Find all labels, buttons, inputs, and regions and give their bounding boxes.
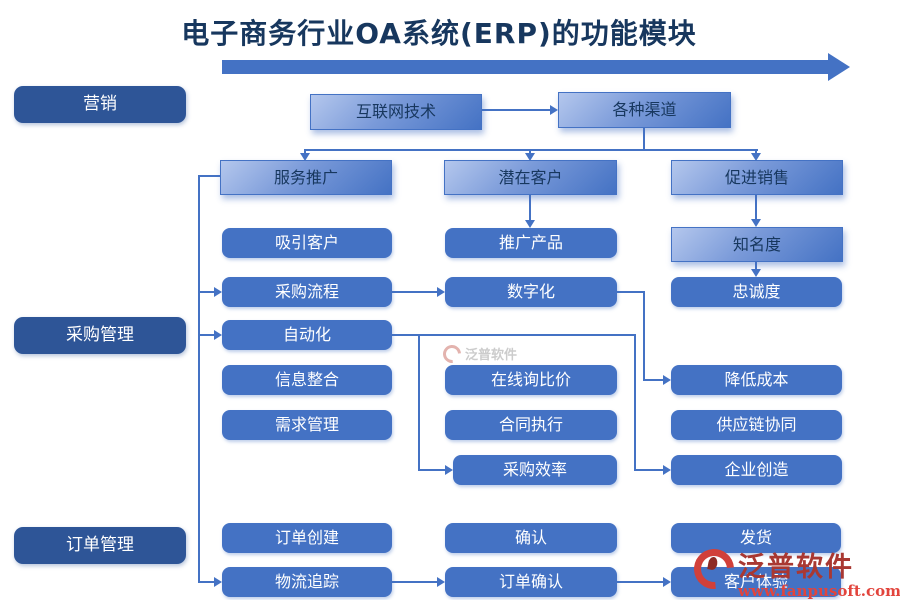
connector-channels-stub — [643, 126, 645, 150]
connector-automation-branch-v — [418, 334, 420, 470]
arrowhead-icon — [663, 577, 671, 587]
arrowhead-icon — [751, 153, 761, 161]
connector-automation-elbow-h2 — [634, 469, 663, 471]
node-shipping: 发货 — [671, 523, 841, 553]
watermark-center: 泛普软件 — [439, 340, 518, 367]
arrowhead-icon — [214, 330, 222, 340]
connector-digitization-elbow-v — [643, 291, 645, 380]
node-demand-mgmt: 需求管理 — [222, 410, 392, 440]
connector-digitization-elbow-h1 — [617, 291, 645, 293]
connector-awareness-to-loyalty — [755, 260, 757, 270]
group-marketing: 营销 — [14, 86, 186, 123]
group-procurement: 采购管理 — [14, 317, 186, 354]
arrowhead-icon — [751, 269, 761, 277]
node-promote-products: 推广产品 — [445, 228, 617, 258]
node-automation: 自动化 — [222, 320, 392, 350]
node-contract-exec: 合同执行 — [445, 410, 617, 440]
arrowhead-icon — [214, 287, 222, 297]
node-enterprise-creation: 企业创造 — [671, 455, 842, 485]
top-flow-arrowhead-icon — [828, 53, 850, 81]
node-digitization: 数字化 — [445, 277, 617, 307]
connector-logistics-to-confirm — [392, 581, 437, 583]
connector-potential-to-products — [529, 193, 531, 221]
node-potential-customers: 潜在客户 — [444, 160, 617, 195]
node-customer-experience: 客户体验 — [671, 567, 841, 597]
fanpu-logo-icon — [439, 340, 465, 367]
fanpu-logo-icon — [685, 540, 743, 598]
watermark-brand-text: 泛普软件 — [738, 552, 854, 583]
connector-spine-to-automation — [198, 334, 214, 336]
node-info-integration: 信息整合 — [222, 365, 392, 395]
connector-branch-drop-2 — [529, 149, 531, 153]
arrowhead-icon — [445, 465, 453, 475]
connector-branch-horizontal — [304, 149, 758, 151]
connector-process-to-digitization — [392, 291, 437, 293]
connector-digitization-elbow-h2 — [643, 379, 663, 381]
connector-internet-to-channels — [480, 109, 550, 111]
node-logistics-tracking: 物流追踪 — [222, 567, 392, 597]
node-online-inquiry: 在线询比价 — [445, 365, 617, 395]
arrowhead-icon — [550, 105, 558, 115]
arrowhead-icon — [300, 153, 310, 161]
watermark-bottom-right: 泛普软件 www.fanpusoft.com — [685, 540, 900, 600]
arrowhead-icon — [525, 153, 535, 161]
node-promote-sales: 促进销售 — [671, 160, 843, 195]
arrowhead-icon — [663, 465, 671, 475]
connector-branch-drop-3 — [755, 149, 757, 153]
node-order-confirm: 订单确认 — [445, 567, 617, 597]
connector-spine-stub — [198, 175, 222, 177]
arrowhead-icon — [663, 375, 671, 385]
connector-automation-elbow-v — [634, 334, 636, 470]
page-title: 电子商务行业OA系统(ERP)的功能模块 — [181, 17, 697, 50]
node-channels: 各种渠道 — [558, 92, 731, 128]
arrowhead-icon — [751, 219, 761, 227]
arrowhead-icon — [437, 287, 445, 297]
arrowhead-icon — [214, 577, 222, 587]
connector-spine-to-logistics — [198, 581, 214, 583]
connector-sales-to-awareness — [755, 193, 757, 220]
node-supply-chain: 供应链协同 — [671, 410, 842, 440]
connector-automation-elbow-h1 — [392, 334, 636, 336]
node-procurement-process: 采购流程 — [222, 277, 392, 307]
node-service-promo: 服务推广 — [220, 160, 392, 195]
connector-confirm-to-experience — [617, 581, 663, 583]
arrowhead-icon — [525, 220, 535, 228]
arrowhead-icon — [437, 577, 445, 587]
node-confirm: 确认 — [445, 523, 617, 553]
node-attract-customers: 吸引客户 — [222, 228, 392, 258]
node-order-creation: 订单创建 — [222, 523, 392, 553]
node-awareness: 知名度 — [671, 227, 843, 262]
node-procurement-efficiency: 采购效率 — [453, 455, 617, 485]
connector-automation-branch-h — [418, 469, 445, 471]
top-flow-arrow-bar — [222, 60, 828, 74]
node-cost-reduction: 降低成本 — [671, 365, 842, 395]
watermark-brand-text: 泛普软件 — [465, 348, 518, 363]
watermark-url-text: www.fanpusoft.com — [738, 582, 900, 600]
watermark-text-block: 泛普软件 www.fanpusoft.com — [738, 545, 900, 600]
group-orders: 订单管理 — [14, 527, 186, 564]
connector-left-spine — [198, 175, 200, 582]
node-internet-tech: 互联网技术 — [310, 94, 482, 130]
connector-branch-drop-1 — [304, 149, 306, 153]
node-loyalty: 忠诚度 — [671, 277, 842, 307]
connector-spine-to-procurement-process — [198, 291, 214, 293]
